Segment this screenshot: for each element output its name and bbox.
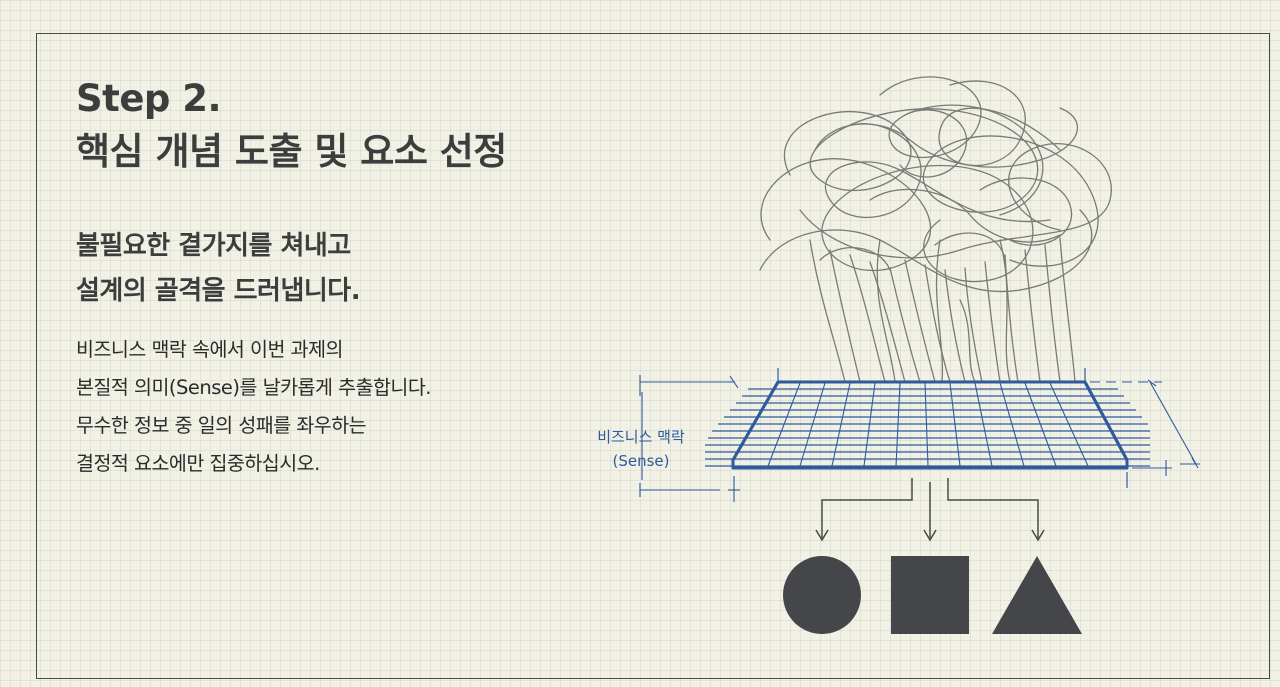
title-heading: 핵심 개념 도출 및 요소 선정 xyxy=(76,130,507,173)
essential-triangle-shape xyxy=(992,556,1082,634)
sense-filter xyxy=(639,368,1200,502)
filter-label-line-1: 비즈니스 맥락 xyxy=(597,428,685,446)
title-step: Step 2. xyxy=(76,77,222,120)
information-tangle xyxy=(759,76,1112,383)
page-title: Step 2. 핵심 개념 도출 및 요소 선정 xyxy=(76,72,507,178)
body-line-4: 결정적 요소에만 집중하십시오. xyxy=(76,452,320,475)
slide-frame xyxy=(36,33,1270,679)
body-line-2: 본질적 의미(Sense)를 날카롭게 추출합니다. xyxy=(76,376,432,399)
essential-square-shape xyxy=(891,556,969,634)
subtitle-line-1: 불필요한 곁가지를 쳐내고 xyxy=(76,231,351,261)
body-line-3: 무수한 정보 중 일의 성패를 좌우하는 xyxy=(76,414,367,437)
filter-label-line-2: (Sense) xyxy=(612,452,669,470)
body-line-1: 비즈니스 맥락 속에서 이번 과제의 xyxy=(76,338,343,361)
subtitle: 불필요한 곁가지를 쳐내고 설계의 골격을 드러냅니다. xyxy=(76,224,361,314)
output-arrows xyxy=(815,478,1045,542)
subtitle-line-2: 설계의 골격을 드러냅니다. xyxy=(76,276,361,306)
body-text: 비즈니스 맥락 속에서 이번 과제의 본질적 의미(Sense)를 날카롭게 추… xyxy=(76,331,432,483)
essential-circle-shape xyxy=(783,556,861,634)
